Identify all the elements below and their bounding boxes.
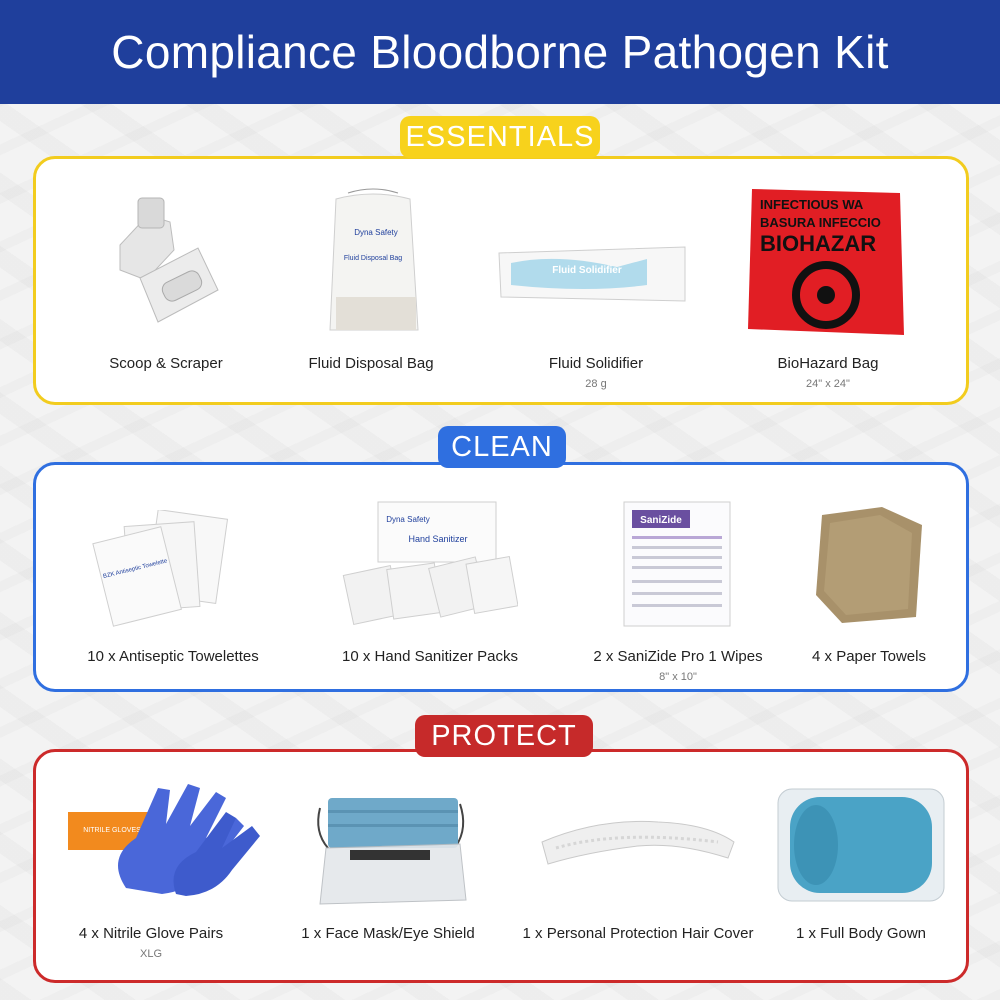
protect-tag: PROTECT [415,715,593,757]
fluid-disposal-bag-image: Dyna Safety Fluid Disposal Bag [329,188,419,331]
item-hand-sanitizer-packs: 10 x Hand Sanitizer Packs [315,648,545,665]
item-label: 1 x Full Body Gown [795,925,927,942]
item-label: 2 x SaniZide Pro 1 Wipes [593,648,763,665]
hair-cover-image [541,820,735,865]
item-biohazard-bag: BioHazard Bag 24" x 24" [713,355,943,390]
biohazard-line3-text: BIOHAZAR [760,231,876,256]
item-fluid-disposal-bag: Fluid Disposal Bag [256,355,486,372]
item-label: 4 x Paper Towels [812,648,926,665]
bag-label-text: Fluid Disposal Bag [344,255,402,262]
item-paper-towels: 4 x Paper Towels [754,648,984,665]
antiseptic-towelettes-image: BZK Antiseptic Towelette [92,510,229,627]
hand-sanitizer-image: Dyna Safety Hand Sanitizer [342,501,518,626]
biohazard-line2-text: BASURA INFECCIO [760,215,881,230]
item-antiseptic-towelettes: 10 x Antiseptic Towelettes [58,648,288,665]
item-body-gown: 1 x Full Body Gown [746,925,976,942]
solidifier-label-text: Fluid Solidifier [552,265,622,276]
face-mask-image [317,798,467,905]
clean-tag: CLEAN [438,426,566,468]
paper-towels-image [816,507,922,623]
item-label: Fluid Disposal Bag [308,355,434,372]
item-label: Scoop & Scraper [109,355,223,372]
scoop-scraper-image [119,197,219,323]
item-scoop-scraper: Scoop & Scraper [51,355,281,372]
item-face-mask: 1 x Face Mask/Eye Shield [273,925,503,942]
page-title: Compliance Bloodborne Pathogen Kit [111,26,889,78]
item-sub: XLG [139,948,162,960]
item-sub: 8" x 10" [659,671,697,683]
item-sub: 24" x 24" [806,378,850,390]
item-fluid-solidifier: Fluid Solidifier 28 g [481,355,711,390]
item-label: 1 x Face Mask/Eye Shield [301,925,475,942]
nitrile-gloves-image: NITRILE GLOVES [68,784,260,896]
item-label: 10 x Hand Sanitizer Packs [342,648,518,665]
item-sub: 28 g [585,378,607,390]
item-label: 10 x Antiseptic Towelettes [87,648,259,665]
sanitizer-brand-text: Dyna Safety [386,515,430,524]
item-nitrile-gloves: 4 x Nitrile Glove Pairs XLG [36,925,266,960]
fluid-solidifier-image: Fluid Solidifier [498,246,686,302]
essentials-tag: ESSENTIALS [400,116,600,158]
body-gown-image [777,788,945,902]
item-label: 1 x Personal Protection Hair Cover [522,925,754,942]
sanizide-label-text: SaniZide [640,515,682,526]
biohazard-bag-image: INFECTIOUS WA BASURA INFECCIO BIOHAZAR [748,189,904,335]
bag-brand-text: Dyna Safety [354,228,398,237]
biohazard-line1-text: INFECTIOUS WA [760,197,864,212]
item-sanizide-wipes: 2 x SaniZide Pro 1 Wipes 8" x 10" [563,648,793,683]
item-hair-cover: 1 x Personal Protection Hair Cover [503,925,773,942]
item-label: BioHazard Bag [777,355,879,372]
sanitizer-label-text: Hand Sanitizer [408,534,467,544]
item-label: Fluid Solidifier [548,355,644,372]
glove-box-text: NITRILE GLOVES [83,827,141,834]
title-banner: Compliance Bloodborne Pathogen Kit [0,0,1000,104]
item-label: 4 x Nitrile Glove Pairs [78,925,224,942]
sanizide-wipes-image: SaniZide [623,501,731,627]
